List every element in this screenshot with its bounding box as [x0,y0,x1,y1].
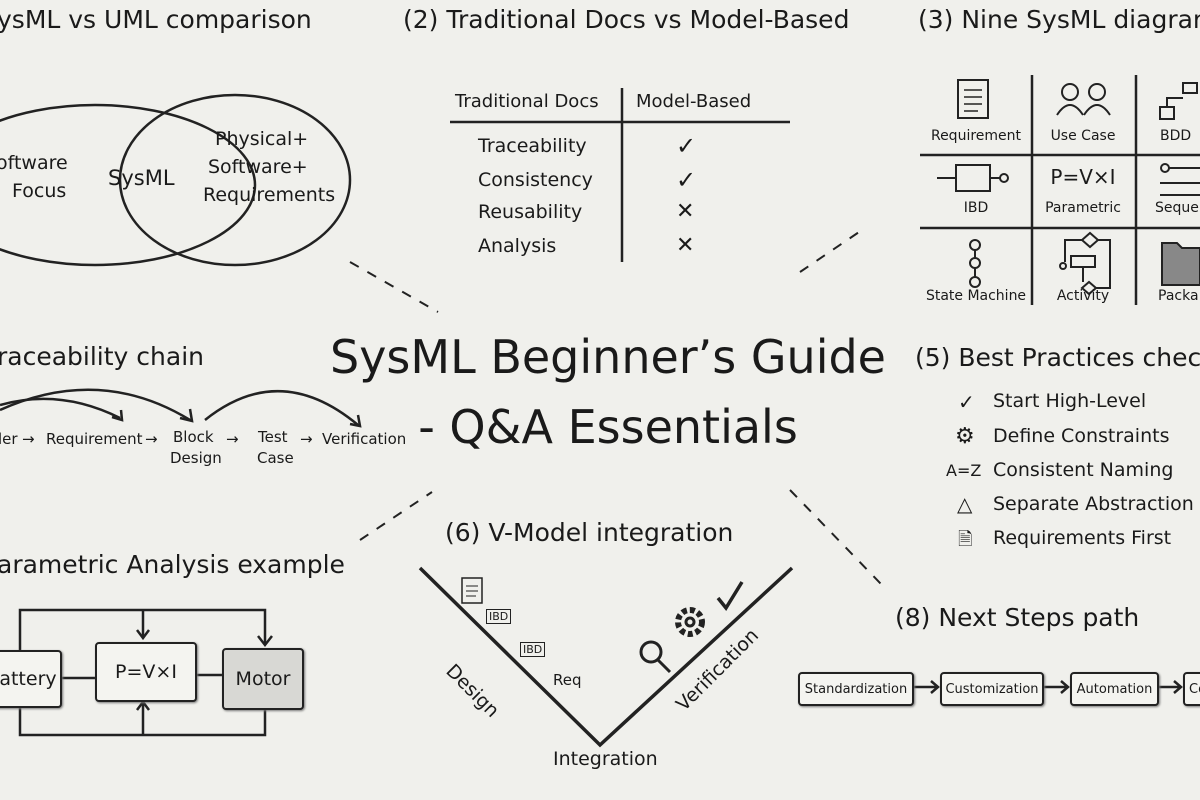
section1-title: ysML vs UML comparison [0,5,312,34]
table-header-traditional: Traditional Docs [455,91,599,112]
section4-title: raceability chain [0,342,204,371]
folder-icon [1161,242,1200,286]
document-icon [957,79,989,119]
section8-title: (8) Next Steps path [895,603,1140,632]
section3-title: (3) Nine SysML diagram t [918,5,1200,34]
flowchart-icon [1059,231,1111,296]
venn-right-label-1: Physical+ [215,128,309,150]
section5-title: (5) Best Practices chec [915,343,1200,372]
gear-icon [675,607,705,637]
check-icon: ✓ [676,166,697,194]
venn-left-circle [0,103,257,267]
practice-item: Separate Abstraction [993,493,1194,515]
main-title-line1: SysML Beginner’s Guide [330,330,886,384]
block-port-icon [937,164,1009,192]
formula-block: P=V×I [95,642,197,702]
cross-icon: ✕ [676,233,695,258]
grid-label-use-case: Use Case [1050,128,1116,144]
chain-step: ler [0,430,18,448]
grid-label-sequence: Sequen [1155,200,1200,216]
table-row-label: Analysis [478,235,557,257]
checkmark-icon [716,581,744,612]
magnifier-icon [639,640,672,674]
practice-item: Define Constraints [993,425,1170,447]
practice-item: Requirements First [993,527,1172,549]
state-chain-icon [969,239,981,288]
venn-left-label-2: Focus [12,180,67,202]
v-model-lines [418,566,794,748]
ibd-tag: IBD [486,609,512,624]
grid-formula: P=V×I [1050,165,1116,189]
check-icon: ✓ [676,132,697,160]
grid-label-parametric: Parametric [1045,200,1121,216]
step-customization: Customization [940,672,1044,706]
main-title-line2: - Q&A Essentials [418,400,798,454]
venn-left-label-1: oftware [0,152,68,174]
actors-icon [1056,83,1111,116]
practice-item: Start High-Level [993,390,1147,412]
step-next: Co [1183,672,1200,706]
v-integration-label: Integration [553,748,658,770]
table-row-label: Reusability [478,201,583,223]
grid-label-state-machine: State Machine [925,288,1027,304]
section7-title: arametric Analysis example [0,550,345,579]
chain-step-case: Case [257,449,294,467]
step-standardization: Standardization [798,672,914,706]
venn-right-label-2: Software+ [208,156,308,178]
chain-step-requirement: Requirement [46,430,143,448]
check-icon: ✓ [958,390,975,414]
section2-title: (2) Traditional Docs vs Model-Based [403,5,850,34]
hierarchy-icon [1159,82,1198,120]
grid-label-bdd: BDD [1160,128,1192,144]
chain-step-block: Block [173,428,214,446]
table-row-label: Consistency [478,169,593,191]
venn-center-label: SysML [108,166,175,190]
gear-icon: ⚙ [955,424,975,449]
grid-label-requirement: Requirement [930,128,1022,144]
venn-right-circle [118,93,352,267]
chain-step-verification: Verification [322,430,407,448]
clipboard-icon [461,577,483,604]
step-automation: Automation [1070,672,1159,706]
triangle-layers-icon: △ [957,492,973,516]
section6-title: (6) V-Model integration [445,518,734,547]
grid-label-package: Packa [1158,288,1199,304]
cross-icon: ✕ [676,199,695,224]
grid-label-ibd: IBD [963,200,989,216]
motor-block: Motor [222,648,304,710]
table-header-model: Model-Based [636,91,752,112]
venn-right-label-3: Requirements [203,184,336,206]
a-z-icon: A=Z [946,461,982,480]
document-icon: 🗎 [958,529,973,550]
ibd-tag: IBD [520,642,546,657]
table-row-label: Traceability [478,135,587,157]
req-tag: Req [553,671,582,689]
lifeline-icon [1160,163,1200,196]
chain-step-test: Test [258,428,288,446]
battery-block: attery [0,650,62,708]
grid-label-activity: Activity [1056,288,1110,304]
chain-step-design: Design [170,449,222,467]
practice-item: Consistent Naming [993,459,1174,481]
